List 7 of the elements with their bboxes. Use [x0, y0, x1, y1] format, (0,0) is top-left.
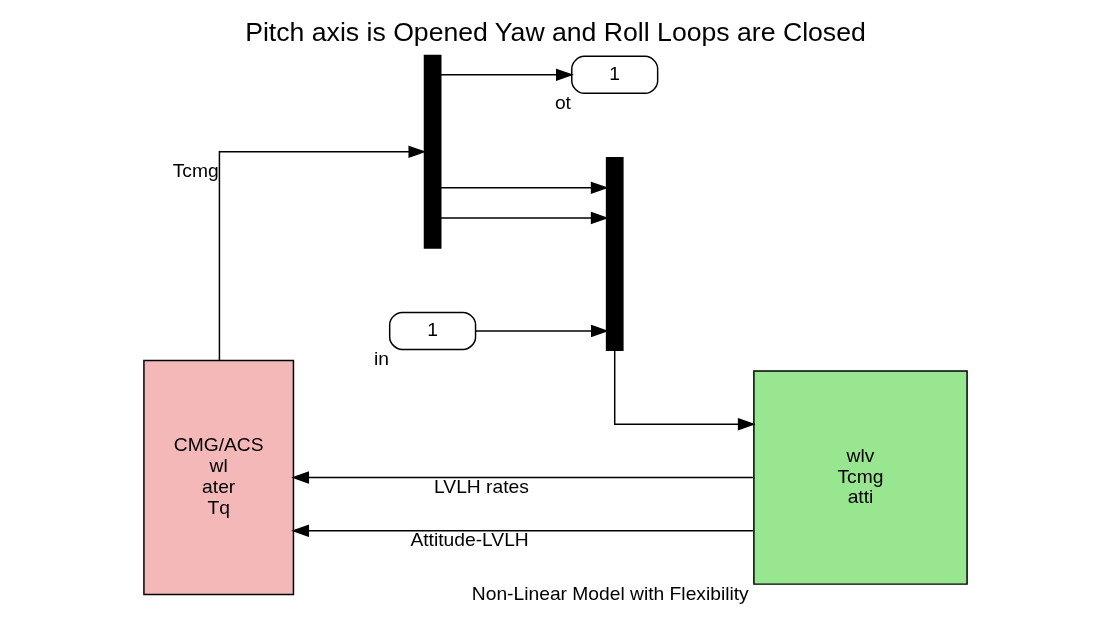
node-label: Non-Linear Model with Flexibility — [471, 582, 749, 604]
diagram-title: Pitch axis is Opened Yaw and Roll Loops are Closed — [245, 17, 866, 48]
node-label: in — [374, 347, 390, 369]
edge-label: LVLH rates — [434, 475, 529, 497]
edge-label: Attitude-LVLH — [410, 529, 529, 551]
edge-label: Tcmg — [172, 159, 219, 181]
node-label: ot — [554, 91, 571, 113]
